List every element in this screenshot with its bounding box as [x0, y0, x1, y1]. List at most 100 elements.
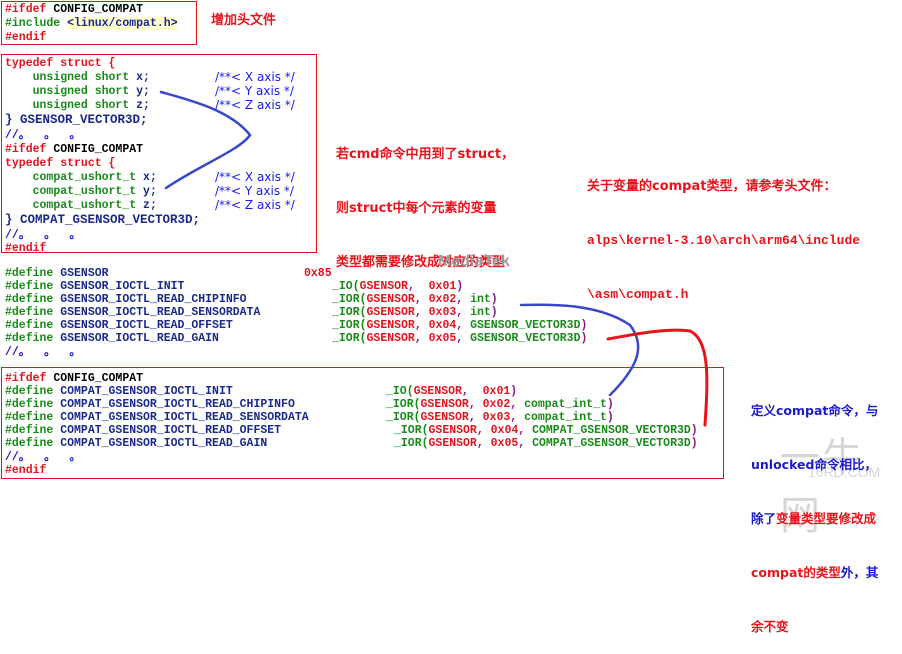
field-type: compat_ushort_t — [32, 199, 137, 212]
note-line: 除了变量类型要修改成 — [751, 511, 877, 526]
note-line: 若cmd命令中用到了struct， — [336, 147, 515, 162]
define-directive: #define — [5, 267, 54, 280]
include-block — [1, 1, 197, 45]
field-name: z; — [143, 199, 157, 212]
axis-comment: /**< Y axis */ — [215, 184, 294, 198]
struct-block — [1, 54, 317, 253]
define-name: GSENSOR_IOCTL_INIT — [60, 280, 185, 293]
arg: 0x01 — [428, 280, 457, 293]
typedef-keyword: typedef struct { — [5, 57, 116, 70]
arg: 0x05 — [490, 437, 519, 450]
field-type: compat_ushort_t — [32, 171, 137, 184]
endif-directive: #endif — [5, 31, 47, 44]
compat-defines-values: _IO(GSENSOR, 0x01) _IOR(GSENSOR, 0x02, c… — [386, 385, 698, 450]
endif-directive: #endif — [5, 242, 47, 255]
macro: _IOR( — [394, 437, 429, 450]
macro: _IOR( — [332, 332, 367, 345]
define-name: COMPAT_GSENSOR_IOCTL_READ_SENSORDATA — [60, 411, 309, 424]
defines-values: _IO(GSENSOR, 0x01) _IOR(GSENSOR, 0x02, i… — [332, 280, 588, 345]
arg: GSENSOR — [366, 319, 415, 332]
note-line: unlocked命令相比， — [751, 457, 877, 472]
define-directive: #define — [5, 424, 54, 437]
struct-code: typedef struct { unsigned short x; unsig… — [5, 57, 200, 267]
note-line: \asm\compat.h — [587, 287, 689, 302]
field-type: unsigned short — [32, 85, 130, 98]
ifdef-symbol: CONFIG_COMPAT — [46, 143, 144, 156]
note-compat-cmd: 定义compat命令，与 unlocked命令相比， 除了变量类型要修改成 co… — [751, 366, 878, 654]
axis-comment: /**< X axis */ — [215, 170, 295, 184]
arg: 0x03 — [482, 411, 511, 424]
arg: int — [470, 293, 491, 306]
arg: GSENSOR — [366, 293, 415, 306]
separator-comment: //。 。 。 — [5, 229, 81, 242]
field-name: x; — [143, 171, 157, 184]
ifdef-symbol: CONFIG_COMPAT — [46, 372, 144, 385]
define-name: GSENSOR — [60, 267, 109, 280]
field-name: z; — [136, 99, 150, 112]
define-name: GSENSOR_IOCTL_READ_GAIN — [60, 332, 219, 345]
arg: 0x02 — [428, 293, 457, 306]
ifdef-directive: #ifdef — [5, 143, 47, 156]
arg: GSENSOR — [428, 424, 477, 437]
field-name: y; — [136, 85, 150, 98]
note-add-header: 增加头文件 — [211, 13, 277, 28]
arg: COMPAT_GSENSOR_VECTOR3D — [532, 437, 691, 450]
define-directive: #define — [5, 280, 54, 293]
include-path: <linux/compat.h> — [67, 17, 178, 30]
arg: 0x04 — [428, 319, 457, 332]
arg: GSENSOR — [413, 385, 462, 398]
arg: 0x02 — [482, 398, 511, 411]
compat-defines-code: #ifdef CONFIG_COMPAT #define COMPAT_GSEN… — [5, 372, 309, 498]
ifdef-directive: #ifdef — [5, 3, 47, 16]
axis-comment: /**< X axis */ — [215, 70, 295, 84]
gsensor-value: 0x85 — [304, 267, 332, 280]
define-directive: #define — [5, 398, 54, 411]
site-watermark-en: 16RD.COM — [808, 464, 881, 480]
note-line: 余不变 — [751, 619, 789, 634]
separator-comment: //。 。 。 — [5, 451, 81, 464]
macro: _IO( — [386, 385, 414, 398]
endif-directive: #endif — [5, 464, 47, 477]
arg: 0x04 — [490, 424, 519, 437]
note-line: compat的类型外，其 — [751, 565, 879, 580]
macro: _IOR( — [332, 306, 367, 319]
defines-code: #define GSENSOR #define GSENSOR_IOCTL_IN… — [5, 267, 260, 379]
note-line: 定义compat命令，与 — [751, 403, 879, 418]
ifdef-directive: #ifdef — [5, 372, 47, 385]
macro: _IOR( — [332, 319, 367, 332]
define-directive: #define — [5, 385, 54, 398]
compat-defines-block — [1, 367, 724, 479]
arg: compat_int_t — [524, 411, 607, 424]
arg: int — [470, 306, 491, 319]
arg: GSENSOR_VECTOR3D — [470, 332, 581, 345]
separator-comment: //。 。 。 — [5, 129, 81, 142]
arg: GSENSOR — [428, 437, 477, 450]
include-directive: #include — [5, 17, 61, 30]
arg: GSENSOR — [420, 411, 469, 424]
define-directive: #define — [5, 319, 54, 332]
note-line: 则struct中每个元素的变量 — [336, 201, 497, 216]
arg: 0x05 — [428, 332, 457, 345]
include-code: #ifdef CONFIG_COMPAT #include <linux/com… — [5, 3, 178, 59]
define-name: COMPAT_GSENSOR_IOCTL_READ_GAIN — [60, 437, 268, 450]
arg: GSENSOR — [366, 332, 415, 345]
define-name: COMPAT_GSENSOR_IOCTL_READ_OFFSET — [60, 424, 282, 437]
field-type: unsigned short — [32, 71, 130, 84]
axis-comment: /**< Z axis */ — [215, 198, 295, 212]
ifdef-symbol: CONFIG_COMPAT — [46, 3, 144, 16]
arg: GSENSOR — [359, 280, 408, 293]
mediatek-watermark: MediaTek — [438, 253, 510, 270]
arg: compat_int_t — [524, 398, 607, 411]
define-name: GSENSOR_IOCTL_READ_SENSORDATA — [60, 306, 261, 319]
macro: _IOR( — [386, 411, 421, 424]
arg: GSENSOR — [420, 398, 469, 411]
define-name: COMPAT_GSENSOR_IOCTL_READ_CHIPINFO — [60, 398, 295, 411]
field-type: compat_ushort_t — [32, 185, 137, 198]
struct-close: } GSENSOR_VECTOR3D; — [5, 113, 148, 127]
note-compat-header: 关于变量的compat类型，请参考头文件： alps\kernel-3.10\a… — [587, 142, 860, 322]
struct-close: } COMPAT_GSENSOR_VECTOR3D; — [5, 213, 201, 227]
field-name: x; — [136, 71, 150, 84]
define-directive: #define — [5, 293, 54, 306]
field-name: y; — [143, 185, 157, 198]
arg: 0x03 — [428, 306, 457, 319]
